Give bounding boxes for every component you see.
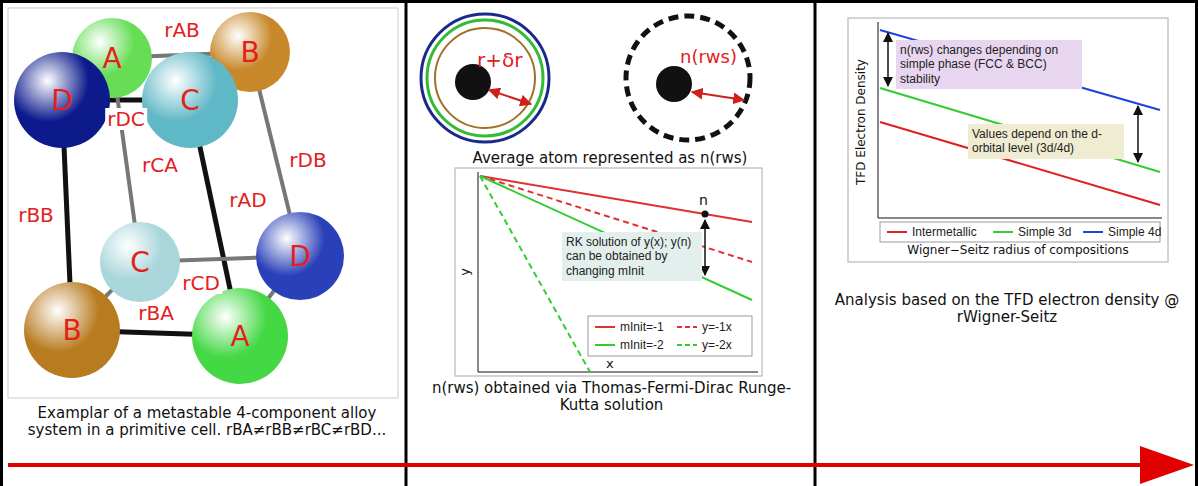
legend-line (595, 326, 615, 328)
bond-line (108, 98, 144, 103)
nucleus (656, 66, 692, 102)
legend-entry: Simple 3d (992, 225, 1071, 239)
legend-line (677, 326, 697, 328)
atom-label: A (230, 320, 249, 353)
inner-shell (435, 28, 535, 128)
cube-edge (118, 332, 194, 335)
legend-text: Intermetallic (912, 225, 977, 239)
legend-text: Simple 3d (1018, 225, 1071, 239)
legend-sample (676, 321, 698, 333)
atom-caption: n(rws) (680, 46, 737, 67)
outer-shell (421, 14, 549, 142)
panel-divider (814, 0, 817, 486)
atom-drawing (415, 8, 555, 148)
cube-edge (64, 146, 70, 284)
legend-sample (594, 339, 616, 351)
atom-sphere: A (192, 288, 288, 384)
distance-label: rAB (162, 19, 202, 41)
flow-arrow (8, 446, 1194, 484)
cube-edge (200, 145, 231, 291)
distance-label: rBA (136, 302, 176, 324)
panel-border (0, 0, 1198, 3)
panel-caption: Examplar of a metastable 4-component all… (22, 405, 392, 440)
middle-shell (427, 20, 543, 136)
annotation-box: n(rws) changes depending on simple phase… (896, 40, 1082, 89)
legend-sample (886, 226, 908, 238)
legend-line (1083, 231, 1103, 233)
panel-divider (405, 0, 408, 486)
radius-arrow (692, 92, 744, 100)
cube-edge (178, 258, 258, 261)
bond-line (178, 258, 258, 261)
cube-edge (108, 100, 144, 101)
atom-sphere: C (142, 52, 238, 148)
legend-text: y=-2x (702, 338, 732, 352)
radius-arrow (489, 90, 531, 104)
legend-sample (992, 226, 1014, 238)
ws-sphere (626, 16, 750, 140)
bond-line (118, 332, 194, 335)
panel-caption: Analysis based on the TFD electron densi… (822, 292, 1192, 327)
legend-entry: Intermetallic (886, 225, 977, 239)
annotation-text: n(rws) changes depending on simple phase… (900, 43, 1078, 86)
atom-label: C (180, 84, 200, 117)
legend-text: mInit=-2 (620, 338, 664, 352)
panel-caption: Average atom represented as n(rws) (410, 150, 810, 167)
atom-label: B (62, 314, 81, 347)
axis-label: TFD Electron Density (855, 59, 869, 185)
legend-line (677, 344, 697, 346)
bond-line (200, 145, 231, 291)
distance-label: rAD (227, 189, 268, 211)
axis-label: x (606, 357, 614, 372)
atom-label: B (240, 36, 259, 69)
legend-sample (676, 339, 698, 351)
atom-label: A (102, 42, 121, 75)
axis-label: Wigner−Seitz radius of compositions (868, 244, 1168, 258)
annotation-text: RK solution of y(x); y(n) can be obtaine… (566, 235, 698, 278)
atom-label: D (289, 240, 311, 273)
rk-chart (455, 168, 762, 376)
atom-sphere: D (256, 212, 344, 300)
panel-caption: n(rws) obtained via Thomas-Fermi-Dirac R… (414, 380, 809, 415)
atom-circle: n(rws) (618, 8, 758, 148)
atom-drawing (618, 8, 758, 148)
atom-label: C (130, 246, 150, 279)
annotation-text: Values depend on the d-orbital level (3d… (972, 127, 1120, 156)
annotation-box: RK solution of y(x); y(n) can be obtaine… (562, 232, 702, 281)
distance-label: rCD (180, 272, 222, 294)
axis-label: n (699, 192, 708, 208)
atom-sphere: B (24, 282, 120, 378)
atom-sphere: C (100, 222, 180, 302)
cell-frame (8, 8, 398, 398)
legend-text: mInit=-1 (620, 320, 664, 334)
annotation-box: Values depend on the d-orbital level (3d… (968, 124, 1124, 159)
legend-text: Simple 4d (1108, 225, 1161, 239)
atom-label: D (51, 84, 73, 117)
legend-entry: y=-2x (676, 338, 732, 352)
distance-label: rDB (287, 149, 328, 171)
legend-line (595, 344, 615, 346)
legend-line (993, 231, 1013, 233)
atom-caption: r+δr (477, 48, 522, 72)
legend-entry: y=-1x (676, 320, 732, 334)
distance-label: rBB (16, 204, 56, 226)
legend-sample (594, 321, 616, 333)
legend-sample (1082, 226, 1104, 238)
panel-border (1195, 0, 1198, 486)
legend-entry: mInit=-2 (594, 338, 664, 352)
distance-label: rCA (140, 154, 180, 176)
atom-sphere: D (14, 52, 110, 148)
legend-line (887, 231, 907, 233)
panel-border (0, 0, 3, 486)
bond-line (64, 146, 70, 284)
legend-entry: Simple 4d (1082, 225, 1161, 239)
distance-label: rDC (105, 108, 147, 130)
tfd-chart (848, 18, 1168, 262)
atom-circle: r+δr (415, 8, 555, 148)
axis-label: y (458, 268, 473, 276)
legend-text: y=-1x (702, 320, 732, 334)
legend-entry: mInit=-1 (594, 320, 664, 334)
